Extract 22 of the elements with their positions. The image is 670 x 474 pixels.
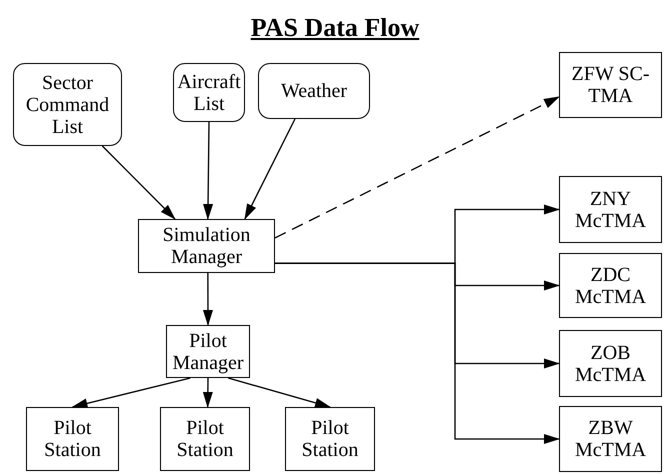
- process-box: Pilot Station: [285, 407, 375, 471]
- arrow: [203, 122, 214, 220]
- dashed-arrow: [274, 96, 560, 238]
- arrow: [102, 146, 176, 220]
- data-source-box: Aircraft List: [173, 63, 245, 122]
- process-box: Pilot Station: [26, 407, 119, 471]
- data-source-box: Weather: [258, 63, 370, 119]
- process-box: ZNY McTMA: [559, 176, 662, 243]
- arrow: [202, 378, 213, 408]
- process-box: Pilot Station: [160, 407, 250, 471]
- process-box: ZOB McTMA: [559, 330, 662, 397]
- process-box: Pilot Manager: [166, 325, 250, 378]
- process-box: Simulation Manager: [138, 219, 275, 273]
- diagram-title: PAS Data Flow: [250, 12, 420, 44]
- process-box: ZDC McTMA: [559, 253, 662, 318]
- arrow: [72, 377, 191, 408]
- process-box: ZBW McTMA: [559, 406, 662, 472]
- arrow: [202, 273, 213, 326]
- arrow: [228, 377, 331, 408]
- data-source-box: Sector Command List: [13, 63, 122, 146]
- arrow: [244, 118, 296, 220]
- process-box: ZFW SC-TMA: [559, 52, 662, 118]
